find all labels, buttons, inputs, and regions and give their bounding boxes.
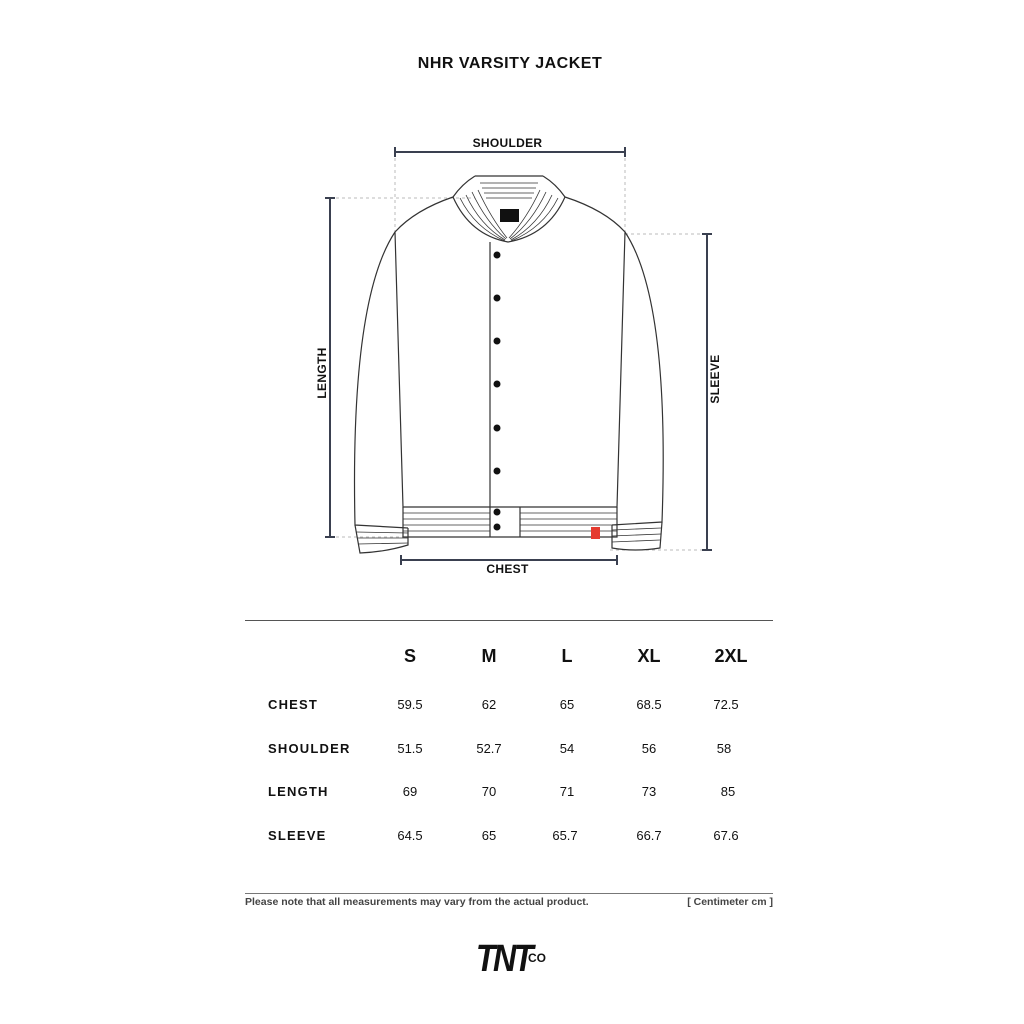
table-cell: 68.5 [636, 697, 662, 712]
size-header: M [481, 646, 497, 666]
table-cell: 71 [559, 784, 575, 799]
row-label: CHEST [268, 697, 319, 712]
table-cell: 54 [559, 741, 575, 756]
size-header: 2XL [714, 646, 748, 666]
jacket-diagram [325, 147, 712, 565]
sleeve-label: SLEEVE [708, 354, 722, 404]
table-cell: 58 [716, 741, 732, 756]
chest-label: CHEST [486, 562, 529, 576]
table-cell: 70 [481, 784, 497, 799]
length-label: LENGTH [315, 347, 329, 399]
table-cell: 62 [481, 697, 497, 712]
brand-label-tag [500, 209, 519, 222]
table-cell: 67.6 [713, 828, 739, 843]
size-header: XL [637, 646, 661, 666]
table-cell: 65 [559, 697, 575, 712]
table-cell: 69 [402, 784, 418, 799]
page-title: NHR VARSITY JACKET [417, 55, 603, 72]
footer-rule [245, 893, 773, 894]
table-cell: 85 [720, 784, 736, 799]
red-tag [591, 527, 600, 539]
table-cell: 72.5 [713, 697, 739, 712]
table-cell: 52.7 [476, 741, 502, 756]
jacket-outline [353, 175, 664, 554]
dimension-lines [325, 147, 712, 565]
brand-logo: TNT [475, 938, 534, 980]
table-cell: 65.7 [552, 828, 578, 843]
row-label: SLEEVE [268, 828, 327, 843]
table-cell: 59.5 [397, 697, 423, 712]
size-header: S [403, 646, 416, 666]
buttons [493, 251, 501, 531]
table-cell: 56 [641, 741, 657, 756]
table-top-rule [245, 620, 773, 621]
table-cell: 73 [641, 784, 657, 799]
brand-logo-suffix: CO [528, 951, 546, 965]
shoulder-label: SHOULDER [472, 136, 543, 150]
table-cell: 51.5 [397, 741, 423, 756]
table-cell: 65 [481, 828, 497, 843]
unit-note: [ Centimeter cm ] [687, 896, 773, 908]
table-cell: 66.7 [636, 828, 662, 843]
row-label: SHOULDER [268, 741, 351, 756]
disclaimer-note: Please note that all measurements may va… [245, 896, 589, 908]
row-label: LENGTH [268, 784, 329, 799]
size-header: L [561, 646, 573, 666]
table-cell: 64.5 [397, 828, 423, 843]
